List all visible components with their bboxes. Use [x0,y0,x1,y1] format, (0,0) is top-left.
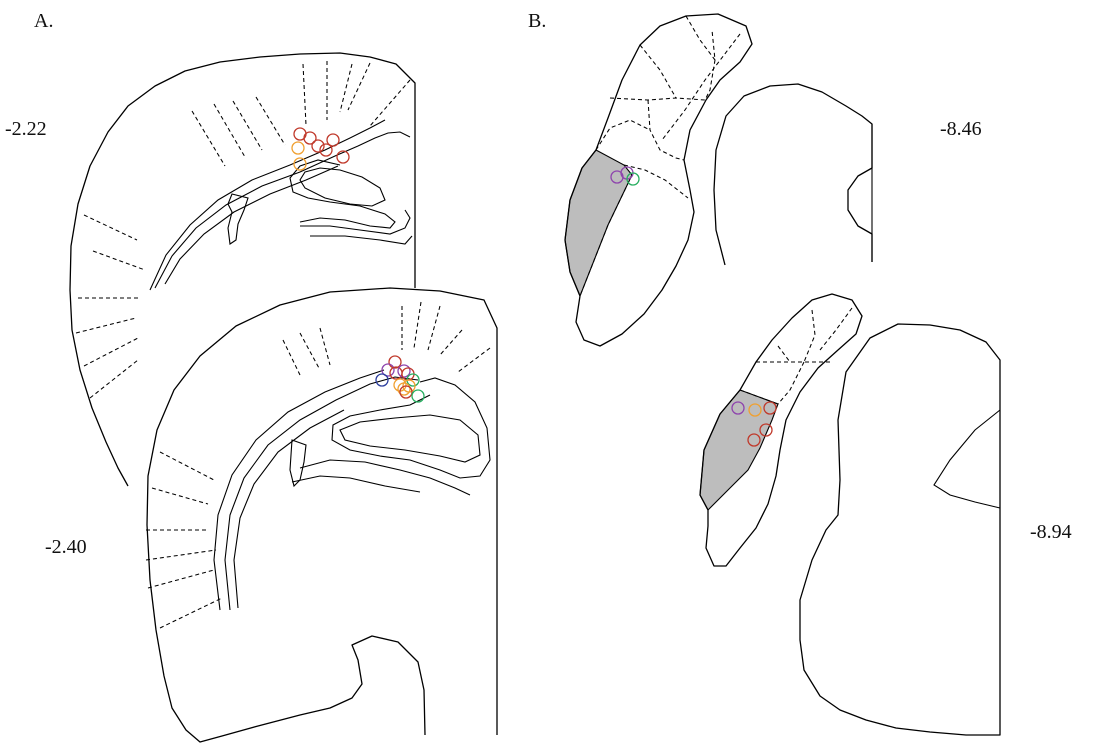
injection-marker [398,365,410,377]
injection-marker [294,158,306,170]
brain-outline [147,288,497,742]
section-coordinate-b-top: -8.46 [940,118,982,140]
section-b-bottom [700,294,1000,735]
section-a-top [70,53,415,486]
panel-b-label: B. [528,10,546,32]
section-a-bottom [146,288,497,742]
hippocampus-inner [340,415,480,462]
white-matter-tract-inner [165,166,338,284]
hippocampus-outline [714,84,872,265]
inner-notch [934,410,1000,508]
hippocampus-outer [332,378,490,478]
hippocampus-outline [800,324,1000,735]
white-matter-tract-inner [234,410,344,608]
injection-marker [389,356,401,368]
hippocampus-inner [300,168,385,206]
section-coordinate-a-bottom: -2.40 [45,536,87,558]
marker-group-a-top [292,128,349,170]
injection-marker [412,390,424,402]
ventricle [228,194,248,244]
shaded-region [565,150,632,296]
marker-group-a-bottom [376,356,424,402]
section-coordinate-a-top: -2.22 [5,118,47,140]
cortical-division-lines [146,302,490,628]
hippocampus-layer-2 [292,476,420,492]
panel-a-label: A. [34,10,53,32]
shaded-region [700,390,778,510]
hippocampus-layer [300,460,470,495]
hippocampus-lower-2 [310,236,412,244]
cortical-division-lines [740,308,852,404]
brain-outline [70,53,415,486]
section-coordinate-b-bottom: -8.94 [1030,521,1072,543]
injection-marker [292,142,304,154]
hippocampus-outer [290,160,395,228]
white-matter-tract [225,377,418,610]
